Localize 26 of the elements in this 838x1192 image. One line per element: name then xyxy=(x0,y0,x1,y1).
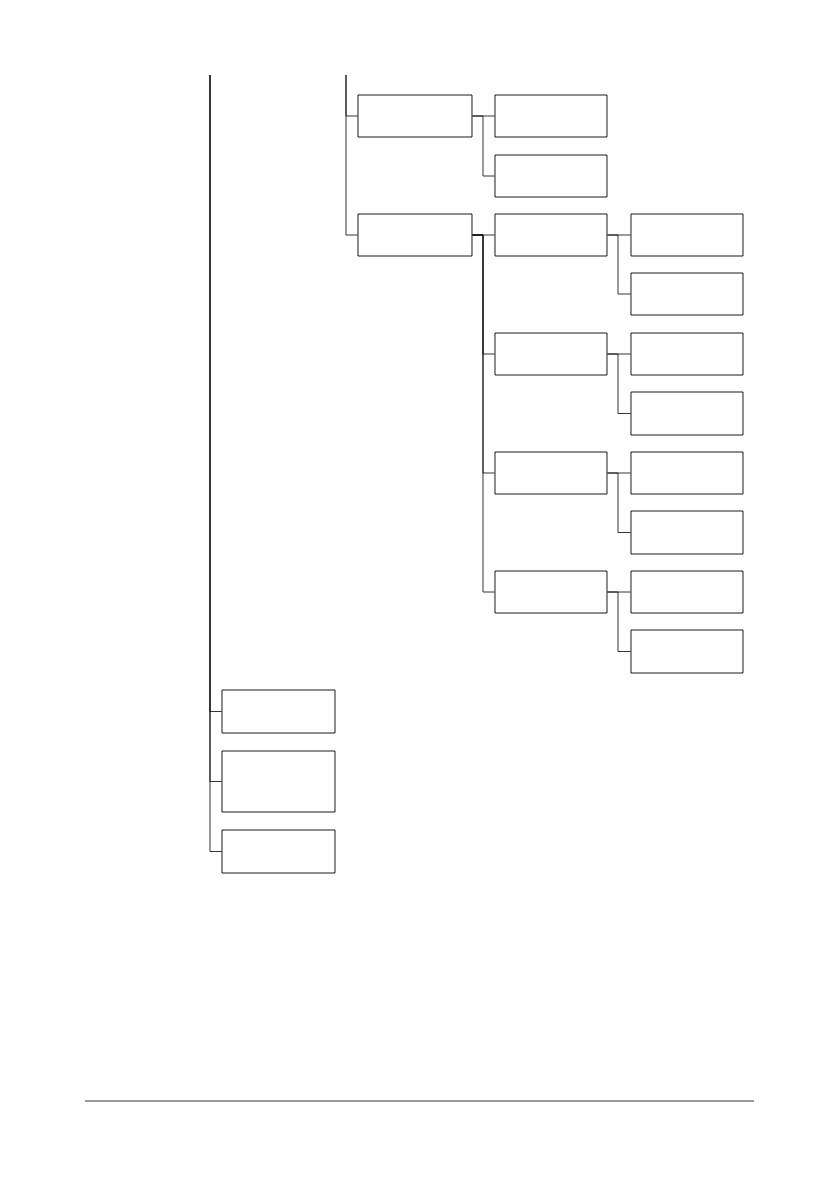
empty-box xyxy=(494,213,608,257)
empty-box xyxy=(630,510,744,555)
connector-line xyxy=(472,234,495,593)
empty-box xyxy=(630,391,744,436)
connector-line xyxy=(607,234,631,295)
empty-box xyxy=(357,213,473,257)
connector-line xyxy=(472,115,495,177)
connector-line xyxy=(607,591,631,652)
connector-line xyxy=(607,353,631,414)
empty-box xyxy=(630,272,744,316)
empty-box xyxy=(494,451,608,495)
empty-box xyxy=(630,332,744,376)
connector-line xyxy=(607,472,631,533)
empty-box xyxy=(357,94,473,138)
empty-box xyxy=(494,570,608,614)
empty-box xyxy=(630,629,744,674)
empty-box xyxy=(494,94,608,138)
empty-box xyxy=(221,689,336,734)
empty-box xyxy=(221,829,336,874)
empty-box xyxy=(630,213,744,257)
connector-line xyxy=(345,74,358,236)
empty-box xyxy=(221,750,336,813)
empty-box xyxy=(630,570,744,614)
empty-box xyxy=(494,332,608,376)
empty-box xyxy=(630,451,744,495)
empty-box xyxy=(494,154,608,198)
